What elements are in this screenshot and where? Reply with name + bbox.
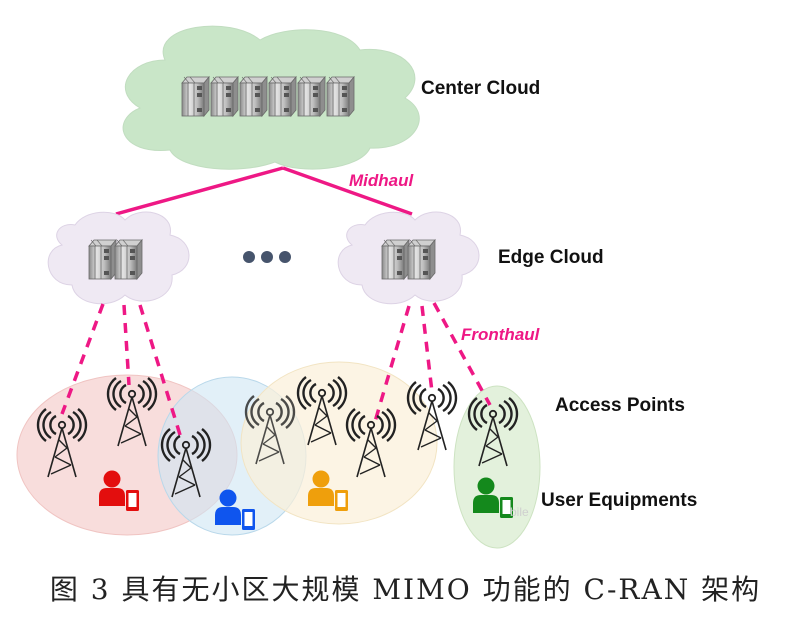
center-cloud-label: Center Cloud xyxy=(421,78,541,99)
user-clusters xyxy=(16,361,541,549)
figure-caption: 图 3 具有无小区大规模 MIMO 功能的 C-RAN 架构 xyxy=(49,573,762,606)
server-icon xyxy=(326,76,355,117)
server-icon xyxy=(381,239,410,280)
edge-cloud-right xyxy=(337,211,480,305)
server-icon xyxy=(210,76,239,117)
fronthaul-link xyxy=(420,305,434,393)
server-icon xyxy=(88,239,117,280)
cluster-yellow xyxy=(240,361,438,525)
access-points-label: Access Points xyxy=(555,395,685,416)
fronthaul-links xyxy=(60,302,492,439)
user-equipments-label: User Equipments xyxy=(541,490,698,511)
watermark-text: bile xyxy=(510,505,529,519)
edge-cloud-label: Edge Cloud xyxy=(498,247,604,268)
ellipsis-dots xyxy=(243,251,291,263)
edge-cloud-left xyxy=(47,211,190,305)
server-icon xyxy=(239,76,268,117)
cluster-green xyxy=(453,385,541,549)
fronthaul-link xyxy=(122,304,131,386)
server-icon xyxy=(268,76,297,117)
center-cloud xyxy=(122,25,420,170)
fronthaul-link xyxy=(372,305,411,426)
fronthaul-label: Fronthaul xyxy=(461,325,540,344)
midhaul-label: Midhaul xyxy=(349,171,414,190)
midhaul-links xyxy=(115,166,413,216)
fronthaul-link xyxy=(60,303,105,415)
midhaul-link-right xyxy=(282,166,413,216)
fronthaul-link xyxy=(432,302,492,406)
server-icon xyxy=(114,239,143,280)
midhaul-link-left xyxy=(115,166,284,216)
fronthaul-link xyxy=(138,304,183,439)
server-icon xyxy=(297,76,326,117)
server-icon xyxy=(181,76,210,117)
server-icon xyxy=(407,239,436,280)
